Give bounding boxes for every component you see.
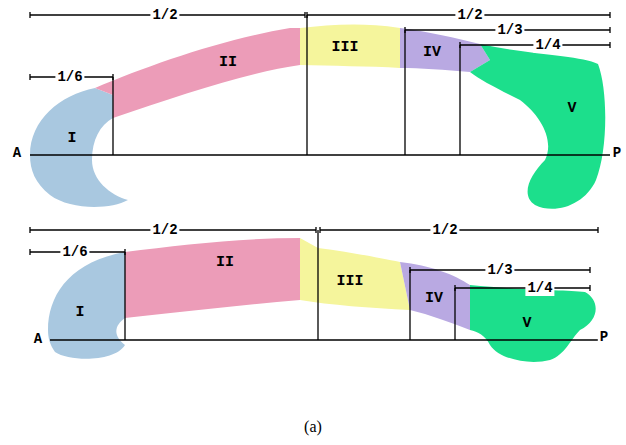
dimension-tick — [609, 42, 610, 48]
region-shape: V — [468, 42, 610, 217]
dimension-label: 1/3 — [485, 262, 514, 278]
region-shape: III — [298, 20, 402, 70]
dimension-label: 1/2 — [430, 222, 459, 238]
dimension-line — [454, 288, 455, 340]
region-fill — [400, 28, 490, 72]
region-shape: IV — [398, 26, 492, 74]
region-numeral: V — [567, 100, 576, 117]
dimension-tick — [29, 249, 30, 255]
dimension-tick — [29, 12, 30, 18]
dimension-line — [317, 230, 318, 340]
axis-label: A — [32, 331, 44, 347]
region-outline — [46, 250, 127, 365]
dimension-tick — [597, 227, 598, 233]
dimension-tick — [459, 42, 460, 48]
dimension-tick — [112, 74, 113, 80]
dimension-label: 1/4 — [525, 280, 554, 296]
dimension-label: 1/2 — [455, 7, 484, 23]
dimension-tick — [29, 227, 30, 233]
dimension-tick — [124, 249, 125, 255]
dimension-line — [30, 154, 610, 155]
dimension-line — [409, 270, 410, 340]
dimension-line — [306, 15, 307, 155]
dimension-line — [50, 339, 598, 340]
dimension-tick — [319, 227, 320, 233]
region-outline — [123, 236, 302, 320]
axis-label: P — [598, 329, 610, 345]
dimension-label: 1/4 — [533, 37, 562, 53]
region-fill — [48, 252, 125, 359]
dimension-tick — [306, 12, 307, 18]
region-shape: III — [298, 236, 412, 312]
dimension-label: 1/2 — [150, 7, 179, 23]
dimension-line — [404, 30, 405, 155]
dimension-tick — [304, 12, 305, 18]
dimension-line — [459, 45, 460, 155]
dimension-line — [112, 77, 113, 155]
region-numeral: IV — [425, 290, 443, 307]
dimension-tick — [454, 285, 455, 291]
dimension-line — [455, 287, 590, 288]
region-numeral: II — [219, 54, 237, 71]
region-outline — [398, 26, 492, 74]
dimension-tick — [409, 267, 410, 273]
region-outline — [468, 42, 610, 217]
region-fill — [470, 44, 605, 209]
dimension-label: 1/2 — [150, 222, 179, 238]
region-outline — [93, 25, 302, 120]
region-fill — [95, 28, 300, 118]
axis-label: A — [11, 145, 23, 161]
dimension-tick — [29, 74, 30, 80]
region-fill — [125, 238, 300, 318]
region-numeral: I — [67, 130, 76, 147]
region-fill — [300, 25, 400, 68]
region-shape: II — [123, 236, 302, 320]
dimension-tick — [589, 285, 590, 291]
dimension-tick — [404, 27, 405, 33]
region-numeral: V — [522, 315, 531, 332]
dimension-label: 1/6 — [55, 69, 84, 85]
region-fill — [470, 285, 596, 362]
region-numeral: IV — [423, 44, 441, 61]
region-fill — [300, 238, 410, 310]
region-numeral: III — [331, 39, 358, 56]
region-shape: I — [46, 250, 127, 365]
figure-caption: (a) — [304, 418, 322, 436]
region-numeral: I — [75, 304, 84, 321]
dimension-label: 1/3 — [495, 22, 524, 38]
region-numeral: II — [216, 254, 234, 271]
region-numeral: III — [336, 273, 363, 290]
region-shape: IV — [398, 260, 472, 332]
region-shape: II — [93, 25, 302, 120]
dimension-tick — [609, 27, 610, 33]
dimension-label: 1/6 — [60, 244, 89, 260]
dimension-tick — [589, 267, 590, 273]
axis-label: P — [611, 145, 623, 161]
dimension-line — [124, 252, 125, 340]
dimension-tick — [609, 12, 610, 18]
dimension-tick — [315, 227, 316, 233]
